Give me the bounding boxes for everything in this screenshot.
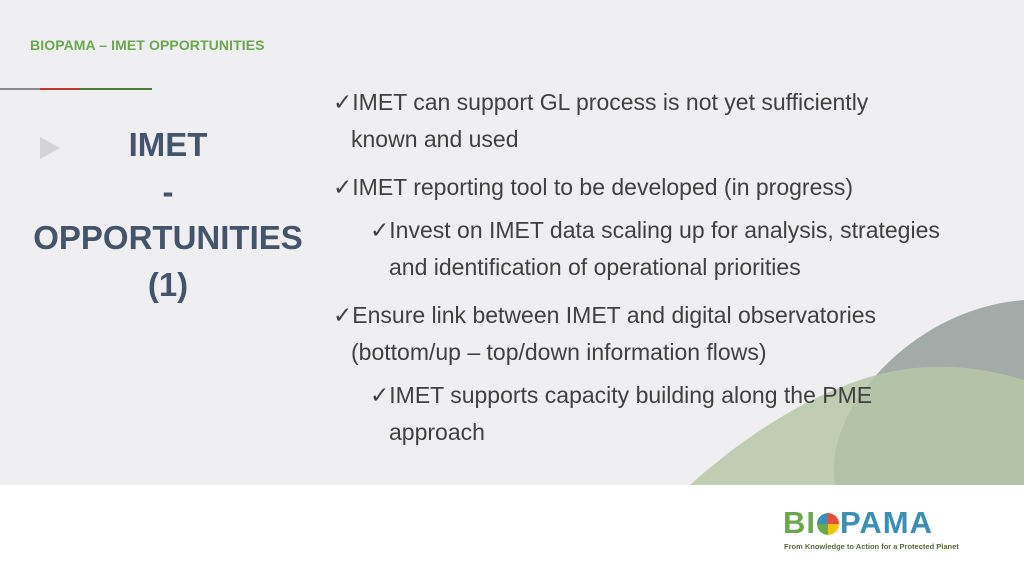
play-icon [40, 137, 60, 159]
bullet-text: IMET can support GL process is not yet s… [352, 89, 869, 115]
section-title-line3: OPPORTUNITIES [33, 219, 303, 256]
biopama-logo: BI PAMA From Knowledge to Action for a Pr… [783, 507, 968, 553]
header-rule-green [80, 88, 152, 90]
logo-tagline: From Knowledge to Action for a Protected… [784, 542, 959, 551]
section-title-line1: IMET [128, 126, 208, 163]
bullet-text: IMET reporting tool to be developed (in … [352, 174, 854, 200]
bullet-item: ✓IMET can support GL process is not yet … [333, 84, 868, 158]
bullet-item: ✓Ensure link between IMET and digital ob… [333, 297, 876, 371]
section-title-line4: (1) [147, 265, 189, 303]
check-icon: ✓ [333, 174, 353, 200]
section-title: IMET - OPPORTUNITIES (1) [24, 122, 312, 308]
globe-icon [817, 513, 839, 535]
wave-green [690, 366, 1024, 485]
section-title-line2: - [162, 172, 174, 210]
bullet-text-continued: (bottom/up – top/down information flows) [351, 339, 767, 365]
logo-wordmark: BI PAMA [783, 507, 933, 539]
check-icon: ✓ [370, 382, 390, 408]
decorative-waves [690, 300, 1024, 485]
bullet-text-continued: and identification of operational priori… [389, 254, 801, 280]
slide-background [0, 0, 1024, 485]
check-icon: ✓ [370, 217, 390, 243]
header-title: BIOPAMA – IMET OPPORTUNITIES [30, 37, 265, 53]
header-rule-red [40, 88, 80, 90]
sub-bullet-item: ✓Invest on IMET data scaling up for anal… [370, 212, 940, 286]
header-rule-grey [0, 88, 40, 90]
check-icon: ✓ [333, 89, 353, 115]
logo-word-part2: PAMA [840, 505, 933, 540]
bullet-text: IMET supports capacity building along th… [389, 382, 873, 408]
bullet-text-continued: approach [389, 419, 485, 445]
bullet-text: Invest on IMET data scaling up for analy… [389, 217, 940, 243]
logo-word-part1: BI [783, 505, 816, 540]
sub-bullet-item: ✓IMET supports capacity building along t… [370, 377, 872, 451]
bullet-text-continued: known and used [351, 126, 519, 152]
check-icon: ✓ [333, 302, 353, 328]
bullet-item: ✓IMET reporting tool to be developed (in… [333, 169, 853, 206]
bullet-text: Ensure link between IMET and digital obs… [352, 302, 877, 328]
